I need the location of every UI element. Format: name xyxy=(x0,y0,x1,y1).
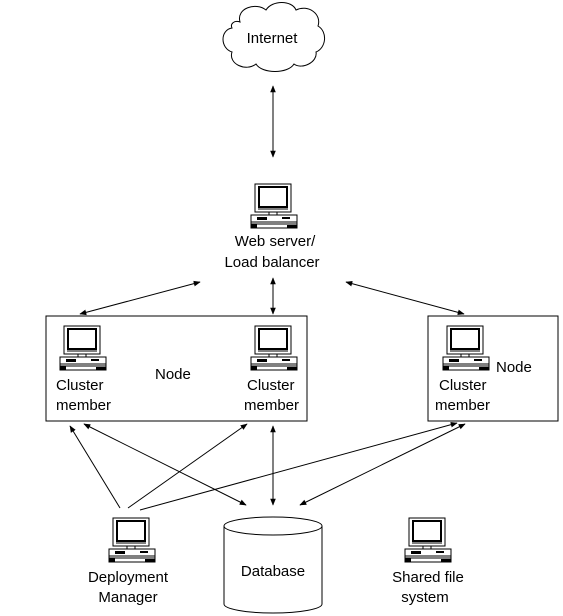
computer-icon xyxy=(250,325,298,371)
cluster-member-1-line1: Cluster xyxy=(56,377,104,394)
computer-icon xyxy=(59,325,107,371)
connector-dm-cluster2 xyxy=(127,423,248,509)
computer-icon xyxy=(108,517,156,563)
cluster-member-3-line1: Cluster xyxy=(439,377,487,394)
shared-fs-line2: system xyxy=(401,589,449,606)
load-balancer-label: Load balancer xyxy=(224,254,319,271)
node-left-label: Node xyxy=(155,366,191,383)
web-server-label-line2: Load balancer xyxy=(224,254,319,271)
computer-icon xyxy=(404,517,452,563)
cluster-member-2-line2: member xyxy=(244,397,299,414)
cluster-member-1-line2: member xyxy=(56,397,111,414)
web-server-label: Web server/ xyxy=(235,233,316,250)
cloud-icon xyxy=(222,2,325,72)
database-label: Database xyxy=(241,563,305,580)
internet-label: Internet xyxy=(247,30,299,47)
computer-icon xyxy=(442,325,490,371)
connections xyxy=(69,85,466,511)
cluster-member-3-line2: member xyxy=(435,397,490,414)
database-cylinder-icon xyxy=(223,516,323,614)
shared-fs-line1: Shared file xyxy=(392,569,464,586)
deployment-manager-line1: Deployment xyxy=(88,569,169,586)
connector-cluster1-database xyxy=(83,423,247,506)
web-server-label-line1: Web server/ xyxy=(235,233,316,250)
connector-webserver-node-right xyxy=(345,280,465,316)
computer-icon xyxy=(250,183,298,229)
node-right-label: Node xyxy=(496,359,532,376)
cluster-member-2-line1: Cluster xyxy=(247,377,295,394)
deployment-manager-line2: Manager xyxy=(98,589,157,606)
connector-cluster3-database xyxy=(299,423,466,506)
connector-webserver-node-left xyxy=(79,280,201,316)
